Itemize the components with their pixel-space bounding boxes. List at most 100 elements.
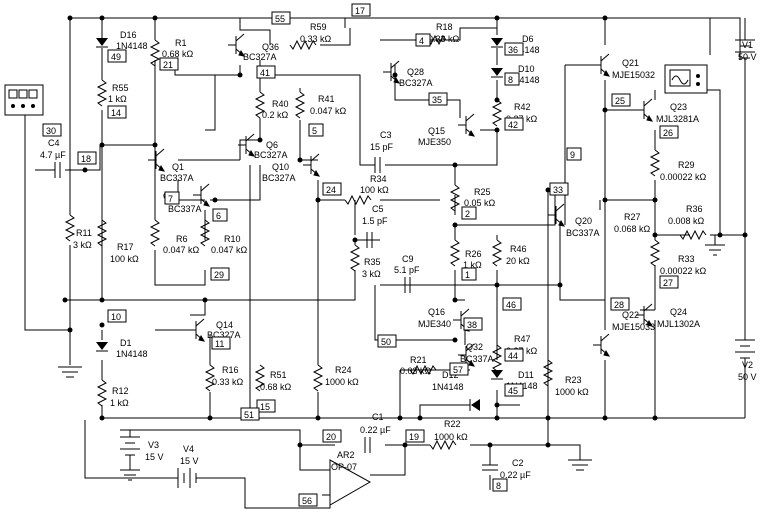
svg-text:38: 38 xyxy=(467,320,477,330)
q16-model-label: MJE340 xyxy=(418,319,451,329)
c2-name-label: C2 xyxy=(512,458,524,468)
r33-name-label: R33 xyxy=(678,254,695,264)
r17-name-label: R17 xyxy=(117,242,134,252)
q32-name-label: Q32 xyxy=(466,342,483,352)
net-tag-51: 51 xyxy=(240,407,260,421)
net-tag-28: 28 xyxy=(610,297,630,311)
r6-name-label: R6 xyxy=(176,234,188,244)
svg-text:9: 9 xyxy=(570,150,575,160)
q22-model-label: MJE15033 xyxy=(612,322,655,332)
net-tag-38: 38 xyxy=(463,317,483,331)
net-tag-27: 27 xyxy=(659,275,679,289)
r34-value-label: 100 kΩ xyxy=(360,185,389,195)
r26-name-label: R26 xyxy=(465,249,482,259)
q23-name-label: Q23 xyxy=(670,102,687,112)
net-tag-41: 41 xyxy=(256,65,276,79)
r41-name-label: R41 xyxy=(318,94,335,104)
net-tag-7: 7 xyxy=(164,191,180,205)
r16-name-label: R16 xyxy=(222,365,239,375)
svg-text:21: 21 xyxy=(163,60,173,70)
r59-value-label: 0.33 kΩ xyxy=(300,34,332,44)
q24-name-label: Q24 xyxy=(670,307,687,317)
r6-value-label: 0.047 kΩ xyxy=(163,245,200,255)
net-tag-8: 8 xyxy=(504,72,520,86)
q15-name-label: Q15 xyxy=(428,126,445,136)
q1-name-label: Q1 xyxy=(172,162,184,172)
v4-name-label: V4 xyxy=(183,444,194,454)
r17-value-label: 100 kΩ xyxy=(110,254,139,264)
net-tag-50: 50 xyxy=(377,334,397,348)
svg-text:1: 1 xyxy=(465,270,470,280)
c1-name-label: C1 xyxy=(372,412,384,422)
r36-name-label: R36 xyxy=(686,204,703,214)
r40-value-label: 0.2 kΩ xyxy=(262,110,289,120)
resistor-symbols xyxy=(64,34,707,451)
v2-value-label: 50 V xyxy=(738,372,757,382)
net-tag-15: 15 xyxy=(256,399,276,413)
net-tag-4: 4 xyxy=(415,33,431,47)
net-tag-45: 45 xyxy=(504,383,524,397)
r55-name-label: R55 xyxy=(112,83,129,93)
svg-text:19: 19 xyxy=(409,432,419,442)
svg-text:30: 30 xyxy=(46,126,56,136)
svg-text:6: 6 xyxy=(216,211,221,221)
net-tag-44: 44 xyxy=(504,348,524,362)
svg-text:15: 15 xyxy=(260,402,270,412)
svg-text:20: 20 xyxy=(326,432,336,442)
r10-name-label: R10 xyxy=(224,234,241,244)
ar2-model-label: OP-07 xyxy=(331,462,357,472)
net-tag-2: 2 xyxy=(461,206,477,220)
v2-name-label: V2 xyxy=(742,360,753,370)
d16-name-label: D16 xyxy=(120,30,137,40)
q22-name-label: Q22 xyxy=(622,310,639,320)
c5-value-label: 1.5 pF xyxy=(362,216,388,226)
q36-name-label: Q36 xyxy=(262,42,279,52)
r18-name-label: R18 xyxy=(436,22,453,32)
svg-text:28: 28 xyxy=(614,300,624,310)
net-tag-35: 35 xyxy=(428,92,448,106)
net-tag-5: 5 xyxy=(308,123,324,137)
q10-name-label: Q10 xyxy=(272,162,289,172)
svg-text:25: 25 xyxy=(615,96,625,106)
r23-value-label: 1000 kΩ xyxy=(555,387,589,397)
r22-name-label: R22 xyxy=(444,419,461,429)
svg-text:33: 33 xyxy=(553,185,563,195)
r36-value-label: 0.008 kΩ xyxy=(668,216,705,226)
net-tag-24: 24 xyxy=(322,182,342,196)
q7-model-label: BC337A xyxy=(168,204,202,214)
net-tag-18: 18 xyxy=(77,151,97,165)
r29-name-label: R29 xyxy=(678,160,695,170)
net-tag-36: 36 xyxy=(504,42,524,56)
d1-model-label: 1N4148 xyxy=(116,349,148,359)
svg-text:24: 24 xyxy=(326,185,336,195)
q14-model-label: BC327A xyxy=(207,330,241,340)
svg-text:51: 51 xyxy=(244,410,254,420)
c4-name-label: C4 xyxy=(48,138,60,148)
svg-text:36: 36 xyxy=(508,45,518,55)
net-tag-26: 26 xyxy=(659,125,679,139)
net-tag-11: 11 xyxy=(211,336,231,350)
r35-value-label: 3 kΩ xyxy=(362,269,381,279)
r1-name-label: R1 xyxy=(175,38,187,48)
d1-name-label: D1 xyxy=(120,338,132,348)
r21-name-label: R21 xyxy=(410,355,427,365)
net-tag-49: 49 xyxy=(107,49,127,63)
junction-dots xyxy=(62,15,748,448)
v3-value-label: 15 V xyxy=(145,452,164,462)
svg-text:57: 57 xyxy=(453,365,463,375)
r46-value-label: 20 kΩ xyxy=(506,256,530,266)
r10-value-label: 0.047 kΩ xyxy=(211,245,248,255)
v3-name-label: V3 xyxy=(148,440,159,450)
c9-value-label: 5.1 pF xyxy=(394,265,420,275)
r29-value-label: 0.00022 kΩ xyxy=(660,172,707,182)
d11-name-label: D11 xyxy=(518,370,534,380)
net-tag-8b: 8 xyxy=(492,478,508,492)
svg-text:26: 26 xyxy=(663,128,673,138)
svg-text:27: 27 xyxy=(663,278,673,288)
r41-value-label: 0.047 kΩ xyxy=(310,106,347,116)
svg-text:8: 8 xyxy=(496,481,501,491)
voltage-sources xyxy=(120,18,755,488)
net-tag-46: 46 xyxy=(502,297,522,311)
